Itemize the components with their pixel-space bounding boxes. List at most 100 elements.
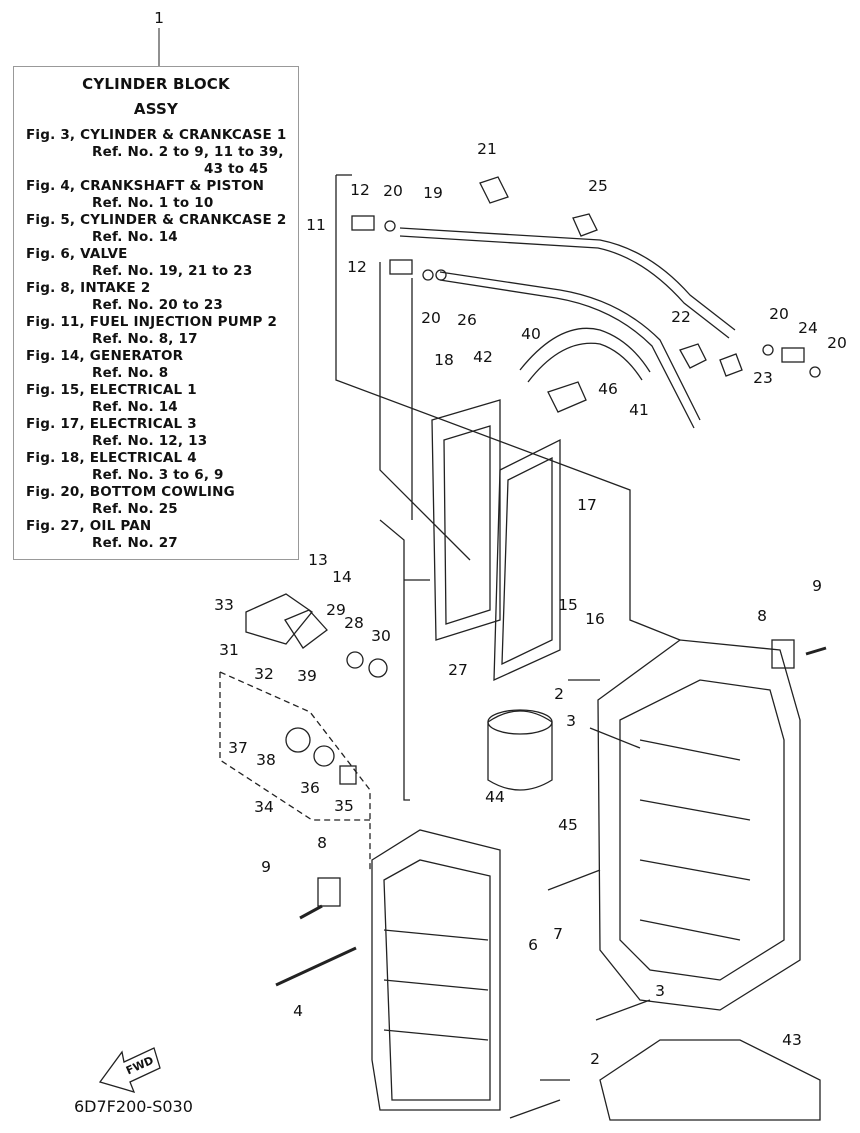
callout-16: 16 [585,610,605,628]
thermostat-cover-31 [245,593,313,645]
bolt-4 [275,946,357,987]
callout-42: 42 [473,348,493,366]
callout-8: 8 [757,607,767,625]
seal-30 [368,658,388,678]
oil-filter-44 [487,710,553,791]
legend-line: Ref. No. 8 [92,365,169,381]
legend-line: Fig. 18, ELECTRICAL 4 [26,450,197,466]
legend-line: Ref. No. 8, 17 [92,331,198,347]
thermostat-28 [346,651,364,669]
legend-line: Ref. No. 14 [92,399,178,415]
callout-2: 2 [554,685,564,703]
fitting-12-lower [389,259,413,275]
joint-24 [781,347,805,363]
legend-line: Fig. 4, CRANKSHAFT & PISTON [26,178,265,194]
clip-25 [572,213,598,237]
clamp-22 [679,343,707,369]
legend-line: Fig. 15, ELECTRICAL 1 [26,382,197,398]
legend-line: Fig. 5, CYLINDER & CRANKCASE 2 [26,212,287,228]
legend-line: Ref. No. 19, 21 to 23 [92,263,253,279]
callout-34: 34 [254,798,274,816]
callout-13: 13 [308,551,328,569]
clip-20 [422,269,434,281]
callout-12: 12 [350,181,370,199]
legend-line: Fig. 11, FUEL INJECTION PUMP 2 [26,314,278,330]
callout-21: 21 [477,140,497,158]
callout-32: 32 [254,665,274,683]
clamp-46 [547,381,587,413]
housing-36 [285,727,311,753]
callout-20: 20 [769,305,789,323]
legend-line: Fig. 8, INTAKE 2 [26,280,151,296]
callout-41: 41 [629,401,649,419]
callout-2: 2 [590,1050,600,1068]
callout-30: 30 [371,627,391,645]
clip-20 [384,220,396,232]
callout-20: 20 [421,309,441,327]
fwd-arrow-icon [98,1047,161,1094]
callout-9: 9 [261,858,271,876]
callout-12: 12 [347,258,367,276]
reference-legend: CYLINDER BLOCK ASSY Fig. 3, CYLINDER & C… [13,66,299,560]
callout-8: 8 [317,834,327,852]
callout-3: 3 [655,982,665,1000]
gasket-32 [284,609,328,649]
callout-14: 14 [332,568,352,586]
legend-line: Ref. No. 27 [92,535,178,551]
callout-36: 36 [300,779,320,797]
callout-35: 35 [334,797,354,815]
callout-25: 25 [588,177,608,195]
legend-line: Fig. 3, CYLINDER & CRANKCASE 1 [26,127,287,143]
legend-title-2: ASSY [133,100,179,118]
legend-line: Ref. No. 1 to 10 [92,195,214,211]
callout-38: 38 [256,751,276,769]
gasket-17 [493,438,561,682]
callout-40: 40 [521,325,541,343]
clip-20 [809,366,821,378]
callout-18: 18 [434,351,454,369]
clip-20 [762,344,774,356]
callout-44: 44 [485,788,505,806]
legend-title-1: CYLINDER BLOCK [82,75,230,93]
plug-35 [339,765,357,785]
callout-24: 24 [798,319,818,337]
seal-36 [313,745,335,767]
cylinder-block [371,829,501,1111]
clamp-21 [479,176,509,204]
crankcase [597,639,801,1011]
legend-line: Fig. 6, VALVE [26,246,128,262]
callout-1: 1 [154,9,164,27]
legend-line: Ref. No. 3 to 6, 9 [92,467,224,483]
callout-11: 11 [306,216,326,234]
legend-line: Ref. No. 25 [92,501,178,517]
callout-28: 28 [344,614,364,632]
callout-3: 3 [566,712,576,730]
callout-31: 31 [219,641,239,659]
gasket-43 [599,1039,821,1121]
callout-29: 29 [326,601,346,619]
legend-line: Fig. 17, ELECTRICAL 3 [26,416,197,432]
bracket-8 [317,877,341,907]
callout-45: 45 [558,816,578,834]
callout-27: 27 [448,661,468,679]
legend-line: 43 to 45 [204,161,269,177]
fitting-12-upper [351,215,375,231]
callout-46: 46 [598,380,618,398]
intake-manifold [431,399,501,641]
legend-line: Fig. 27, OIL PAN [26,518,152,534]
callout-9: 9 [812,577,822,595]
legend-line: Fig. 14, GENERATOR [26,348,184,364]
legend-line: Ref. No. 2 to 9, 11 to 39, [92,144,284,160]
callout-37: 37 [228,739,248,757]
callout-19: 19 [423,184,443,202]
callout-7: 7 [553,925,563,943]
callout-17: 17 [577,496,597,514]
bracket-8 [771,639,795,669]
callout-20: 20 [827,334,847,352]
callout-15: 15 [558,596,578,614]
callout-39: 39 [297,667,317,685]
callout-20: 20 [383,182,403,200]
callout-43: 43 [782,1031,802,1049]
